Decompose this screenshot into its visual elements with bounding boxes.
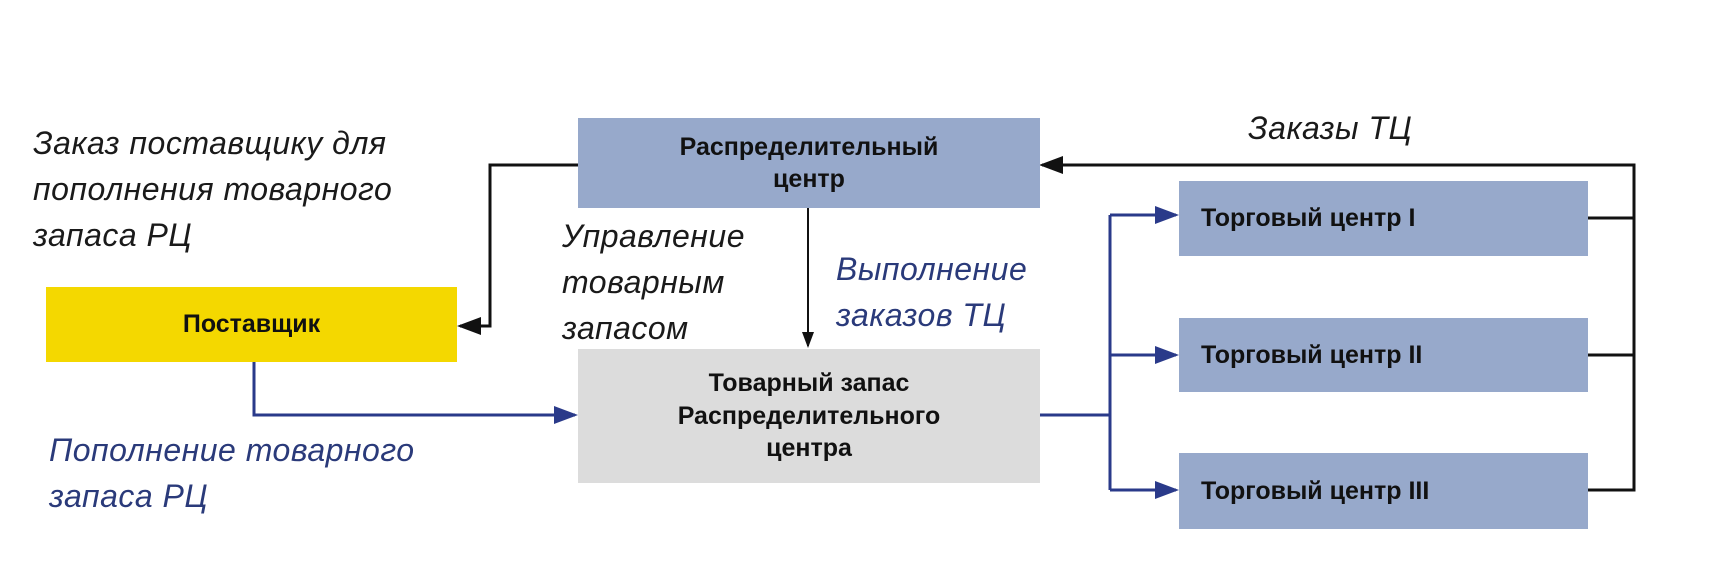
shopping-center-label: Торговый центр I xyxy=(1201,204,1416,233)
shopping-center-3-box: Торговый центр III xyxy=(1179,453,1588,529)
label-line: запасом xyxy=(562,310,689,346)
replenishment-arrow xyxy=(252,362,578,424)
tc-orders-arrow xyxy=(1039,156,1636,220)
label-line: Пополнение товарного xyxy=(49,432,415,468)
label-line: пополнения товарного xyxy=(33,171,393,207)
supplier-order-label: Заказ поставщику для пополнения товарног… xyxy=(33,120,392,258)
replenishment-label: Пополнение товарного запаса РЦ xyxy=(49,427,415,519)
supplier-order-arrow xyxy=(457,163,578,335)
stock-management-label: Управление товарным запасом xyxy=(562,213,745,351)
stock-label-line: Товарный запас xyxy=(708,369,910,398)
supplier-box: Поставщик xyxy=(46,287,457,362)
stock-box: Товарный запас Распределительного центра xyxy=(578,349,1040,483)
distribution-center-label: Распределительный центр xyxy=(679,132,939,194)
order-fulfillment-label: Выполнение заказов ТЦ xyxy=(836,246,1027,338)
label-line: запаса РЦ xyxy=(49,478,209,514)
tc3-order-line xyxy=(1588,218,1636,492)
supplier-label: Поставщик xyxy=(182,310,321,339)
label-line: Выполнение xyxy=(836,251,1028,287)
tc-orders-label: Заказы ТЦ xyxy=(1248,110,1413,146)
label-line: Управление xyxy=(562,218,745,254)
label-line: заказов ТЦ xyxy=(836,297,1007,333)
label-line: товарным xyxy=(562,264,725,300)
shopping-center-2-box: Торговый центр II xyxy=(1179,318,1588,392)
label-line: Заказ поставщику для xyxy=(33,125,387,161)
shopping-center-1-box: Торговый центр I xyxy=(1179,181,1588,256)
shopping-center-label: Торговый центр II xyxy=(1201,340,1423,369)
distribution-center-box: Распределительный центр xyxy=(578,118,1040,208)
stock-label-line: Распределительного xyxy=(677,401,941,430)
stock-label-line: центра xyxy=(766,434,852,463)
shopping-center-label: Торговый центр III xyxy=(1201,476,1430,505)
label-line: запаса РЦ xyxy=(33,217,193,253)
